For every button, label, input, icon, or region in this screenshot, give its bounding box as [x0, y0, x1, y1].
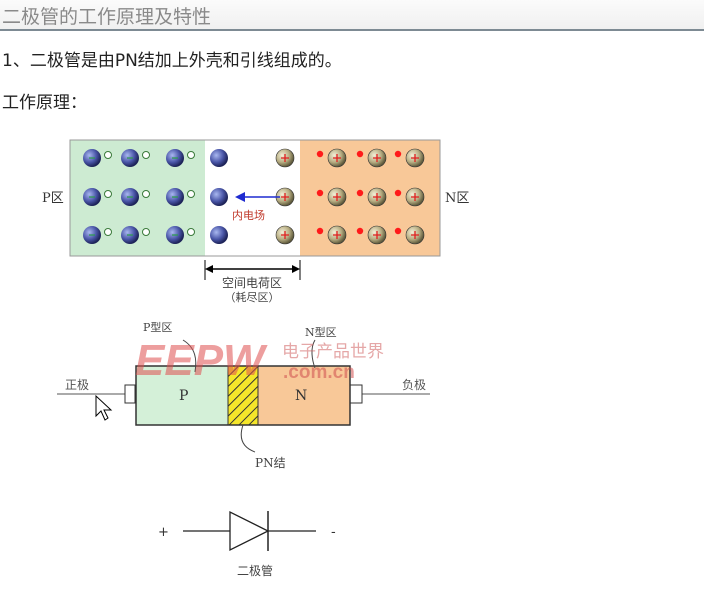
plus-mark [373, 154, 381, 162]
mouse-cursor-icon [95, 394, 113, 421]
diode-symbol: + - 二极管 [158, 510, 336, 578]
plus-mark [281, 231, 289, 239]
plus-mark [333, 154, 341, 162]
free-electron [394, 227, 402, 235]
hole [104, 151, 112, 159]
n-type-label: N型区 [305, 325, 337, 339]
intro-text: 1、二极管是由PN结加上外壳和引线组成的。 [2, 51, 342, 71]
plus-mark [373, 193, 381, 201]
free-electron [356, 227, 364, 235]
p-label: P [179, 388, 188, 404]
section-heading: 工作原理： [2, 93, 87, 113]
free-electron [356, 189, 364, 197]
field-label: 内电场 [232, 208, 265, 222]
hole [142, 228, 150, 236]
free-electron [316, 150, 324, 158]
diode-caption: 二极管 [237, 563, 273, 578]
p-region-label: P区 [42, 191, 64, 206]
svg-text:EEPW: EEPW [135, 336, 268, 385]
hole [104, 190, 112, 198]
free-electron [356, 150, 364, 158]
plus-mark [333, 231, 341, 239]
plus-mark [411, 231, 419, 239]
depletion-label: （耗尽区） [225, 291, 280, 304]
svg-text:.com.cn: .com.cn [283, 362, 355, 383]
diode-structure: P型区 N型区 P N 正极 负极 PN结 EEPW 电子产品世界 .com.c… [57, 320, 430, 470]
plus-mark [411, 154, 419, 162]
plus-mark [281, 154, 289, 162]
page-title: 二极管的工作原理及特性 [2, 6, 212, 28]
hole [142, 151, 150, 159]
negative-ion [210, 188, 228, 206]
hole [187, 151, 195, 159]
negative-ion [210, 149, 228, 167]
watermark-logo: EEPW 电子产品世界 .com.cn [135, 336, 384, 385]
pn-junction-diagram: 内电场 P区 N区 空间电荷区 （耗尽区） [42, 139, 469, 304]
plus-mark [411, 193, 419, 201]
hole [142, 190, 150, 198]
minus-sign: - [331, 525, 336, 540]
hole [187, 228, 195, 236]
negative-ion [210, 226, 228, 244]
hole [104, 228, 112, 236]
plus-mark [281, 193, 289, 201]
anode-label: 正极 [65, 378, 89, 392]
free-electron [316, 227, 324, 235]
p-type-label: P型区 [143, 320, 172, 334]
page-header: 二极管的工作原理及特性 [0, 0, 704, 31]
space-charge-label: 空间电荷区 [222, 276, 282, 290]
cathode-label: 负极 [402, 378, 426, 392]
n-region-label: N区 [445, 191, 469, 206]
hole [187, 190, 195, 198]
pn-junction-label: PN结 [255, 456, 286, 470]
plus-mark [373, 231, 381, 239]
free-electron [394, 150, 402, 158]
n-label: N [295, 388, 307, 404]
free-electron [394, 189, 402, 197]
plus-mark [333, 193, 341, 201]
svg-text:电子产品世界: 电子产品世界 [282, 342, 384, 362]
plus-sign: + [158, 525, 169, 540]
free-electron [316, 189, 324, 197]
